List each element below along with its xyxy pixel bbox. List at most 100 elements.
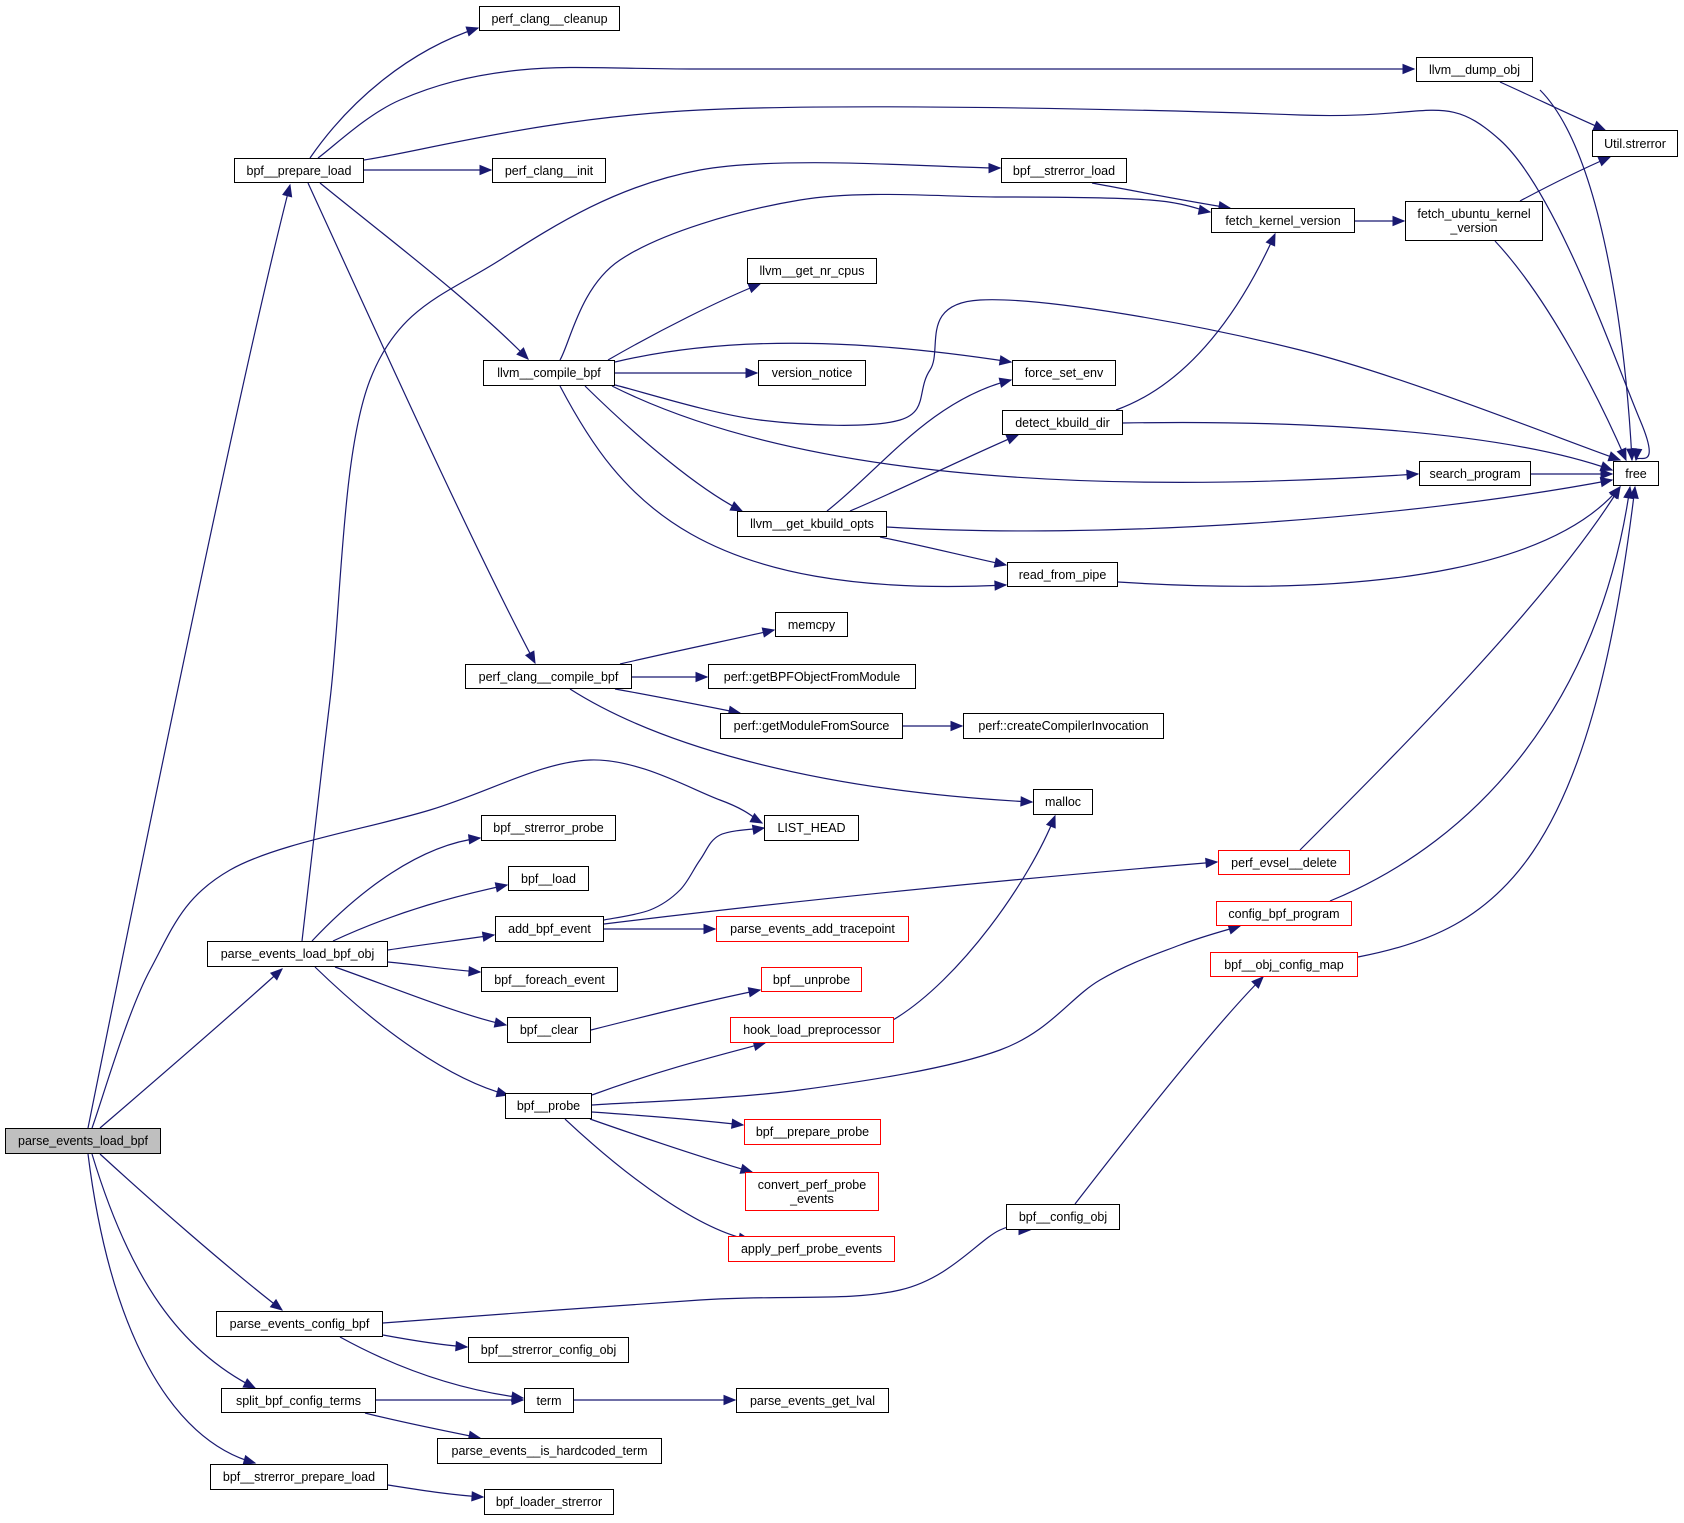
node-memcpy[interactable]: memcpy: [775, 612, 848, 637]
node-read-from-pipe[interactable]: read_from_pipe: [1007, 562, 1118, 587]
edge-line: [1122, 421, 1613, 471]
node-fetch-kernel-version[interactable]: fetch_kernel_version: [1211, 208, 1355, 233]
edge-perf_clang__compile_bpf-to-memcpy: [619, 627, 776, 665]
node-perf-createcompilerinvocation[interactable]: perf::createCompilerInvocation: [963, 713, 1164, 739]
node-label: bpf_loader_strerror: [495, 1495, 603, 1509]
node-bpf-strerror-load[interactable]: bpf__strerror_load: [1001, 158, 1127, 183]
node-bpf-prepare-probe[interactable]: bpf__prepare_probe: [744, 1119, 881, 1145]
edge-line: [382, 1334, 468, 1348]
arrowhead-icon: [1265, 232, 1276, 247]
node-perf-clang-cleanup[interactable]: perf_clang__cleanup: [479, 6, 620, 31]
node-malloc[interactable]: malloc: [1033, 789, 1093, 815]
node-bpf-loader-strerror[interactable]: bpf_loader_strerror: [484, 1489, 614, 1515]
edge-line: [311, 837, 481, 942]
node-perf-clang-init[interactable]: perf_clang__init: [492, 158, 606, 183]
node-bpf-strerror-config-obj[interactable]: bpf__strerror_config_obj: [468, 1337, 629, 1363]
edge-line: [1091, 182, 1231, 209]
edge-line: [91, 1153, 256, 1389]
node-label: bpf__probe: [516, 1099, 581, 1113]
edge-line: [91, 759, 763, 1129]
arrowhead-icon: [729, 501, 744, 512]
edge-bpf__obj_config_map-to-free: [1357, 485, 1639, 958]
node-add-bpf-event[interactable]: add_bpf_event: [495, 916, 604, 942]
edge-fetch_ubuntu_kernel_version-to-Util.strerror: [1519, 156, 1612, 202]
edge-perf_evsel__delete-to-free: [1299, 485, 1621, 851]
node-term[interactable]: term: [524, 1388, 574, 1413]
node-llvm-get-kbuild-opts[interactable]: llvm__get_kbuild_opts: [737, 511, 887, 537]
arrowhead-icon: [998, 377, 1013, 388]
edge-line: [603, 827, 765, 921]
node-perf-clang-compile-bpf[interactable]: perf_clang__compile_bpf: [465, 664, 632, 689]
node-bpf-strerror-prepare-load[interactable]: bpf__strerror_prepare_load: [210, 1464, 388, 1490]
node-perf-getmodulefromsource[interactable]: perf::getModuleFromSource: [720, 713, 903, 739]
edge-parse_events_config_bpf-to-bpf__strerror_config_obj: [382, 1334, 469, 1352]
node-parse-events-add-tracepoint[interactable]: parse_events_add_tracepoint: [716, 916, 909, 942]
node-llvm-dump-obj[interactable]: llvm__dump_obj: [1416, 57, 1533, 82]
node-label: parse_events_get_lval: [749, 1393, 876, 1408]
node-perf-getbpfobjectfrommodule[interactable]: perf::getBPFObjectFromModule: [708, 664, 916, 689]
node-convert-perf-probe-events[interactable]: convert_perf_probe _events: [745, 1172, 879, 1211]
edge-parse_events_load_bpf_obj-to-bpf__load: [332, 882, 509, 942]
node-label: perf::createCompilerInvocation: [978, 719, 1149, 733]
node-list-head[interactable]: LIST_HEAD: [764, 815, 859, 841]
node-util-strerror[interactable]: Util.strerror: [1592, 130, 1678, 157]
arrowhead-icon: [695, 671, 709, 683]
edge-line: [619, 629, 775, 665]
node-parse-events-is-hardcoded-term[interactable]: parse_events__is_hardcoded_term: [437, 1438, 662, 1464]
edge-line: [87, 1153, 256, 1464]
edge-llvm__dump_obj-to-free: [1539, 89, 1637, 462]
node-search-program[interactable]: search_program: [1419, 461, 1531, 486]
node-label: bpf__strerror_prepare_load: [222, 1470, 376, 1484]
node-bpf-config-obj[interactable]: bpf__config_obj: [1006, 1204, 1120, 1230]
node-bpf-probe[interactable]: bpf__probe: [505, 1093, 592, 1119]
node-bpf-prepare-load[interactable]: bpf__prepare_load: [234, 158, 364, 183]
node-parse-events-load-bpf-obj[interactable]: parse_events_load_bpf_obj: [207, 941, 388, 967]
node-parse-events-config-bpf[interactable]: parse_events_config_bpf: [216, 1311, 383, 1337]
node-force-set-env[interactable]: force_set_env: [1012, 360, 1116, 386]
edge-parse_events_load_bpf_obj-to-bpf__foreach_event: [387, 961, 482, 977]
edge-line: [1499, 81, 1606, 131]
node-label: apply_perf_probe_events: [740, 1242, 883, 1256]
node-label: bpf__clear: [519, 1023, 579, 1037]
edge-llvm__compile_bpf-to-force_set_env: [614, 342, 1013, 366]
node-split-bpf-config-terms[interactable]: split_bpf_config_terms: [221, 1388, 376, 1413]
node-config-bpf-program[interactable]: config_bpf_program: [1216, 901, 1352, 926]
arrowhead-icon: [751, 824, 766, 835]
node-parse-events-get-lval[interactable]: parse_events_get_lval: [736, 1388, 889, 1413]
node-detect-kbuild-dir[interactable]: detect_kbuild_dir: [1002, 410, 1123, 435]
edge-line: [892, 815, 1056, 1021]
arrowhead-icon: [494, 882, 509, 893]
node-version-notice[interactable]: version_notice: [758, 360, 866, 386]
node-bpf-clear[interactable]: bpf__clear: [507, 1017, 591, 1043]
arrowhead-icon: [994, 580, 1008, 591]
node-apply-perf-probe-events[interactable]: apply_perf_probe_events: [728, 1236, 895, 1262]
node-fetch-ubuntu-kernel-version[interactable]: fetch_ubuntu_kernel _version: [1405, 201, 1543, 241]
node-perf-evsel-delete[interactable]: perf_evsel__delete: [1218, 850, 1350, 875]
node-bpf-unprobe[interactable]: bpf__unprobe: [761, 967, 862, 992]
node-bpf-obj-config-map[interactable]: bpf__obj_config_map: [1210, 952, 1358, 977]
arrowhead-icon: [988, 162, 1002, 174]
edge-parse_events_load_bpf-to-split_bpf_config_terms: [91, 1153, 257, 1389]
node-hook-load-preprocessor[interactable]: hook_load_preprocessor: [730, 1017, 894, 1043]
node-bpf-load[interactable]: bpf__load: [508, 866, 589, 891]
edge-bpf__prepare_load-to-perf_clang__init: [364, 164, 493, 176]
node-llvm-compile-bpf[interactable]: llvm__compile_bpf: [483, 360, 615, 386]
node-bpf-foreach-event[interactable]: bpf__foreach_event: [481, 967, 618, 992]
node-free[interactable]: free: [1613, 461, 1659, 486]
edge-fetch_ubuntu_kernel_version-to-free: [1494, 240, 1627, 462]
node-label: perf_clang__init: [504, 163, 594, 178]
node-bpf-strerror-probe[interactable]: bpf__strerror_probe: [481, 815, 616, 841]
node-llvm-get-nr-cpus[interactable]: llvm__get_nr_cpus: [747, 258, 877, 284]
edge-bpf__probe-to-hook_load_preprocessor: [591, 1040, 767, 1096]
edge-line: [99, 968, 283, 1129]
node-label: bpf__obj_config_map: [1224, 957, 1344, 972]
arrowhead-icon: [479, 164, 493, 176]
edge-line: [614, 688, 741, 714]
node-parse-events-load-bpf[interactable]: parse_events_load_bpf: [5, 1128, 161, 1154]
arrowhead-icon: [993, 557, 1008, 568]
arrowhead-icon: [950, 720, 964, 732]
edge-search_program-to-free: [1531, 468, 1614, 480]
edge-llvm__get_kbuild_opts-to-read_from_pipe: [879, 536, 1008, 568]
arrowhead-icon: [1392, 215, 1406, 227]
arrowhead-icon: [747, 987, 762, 998]
